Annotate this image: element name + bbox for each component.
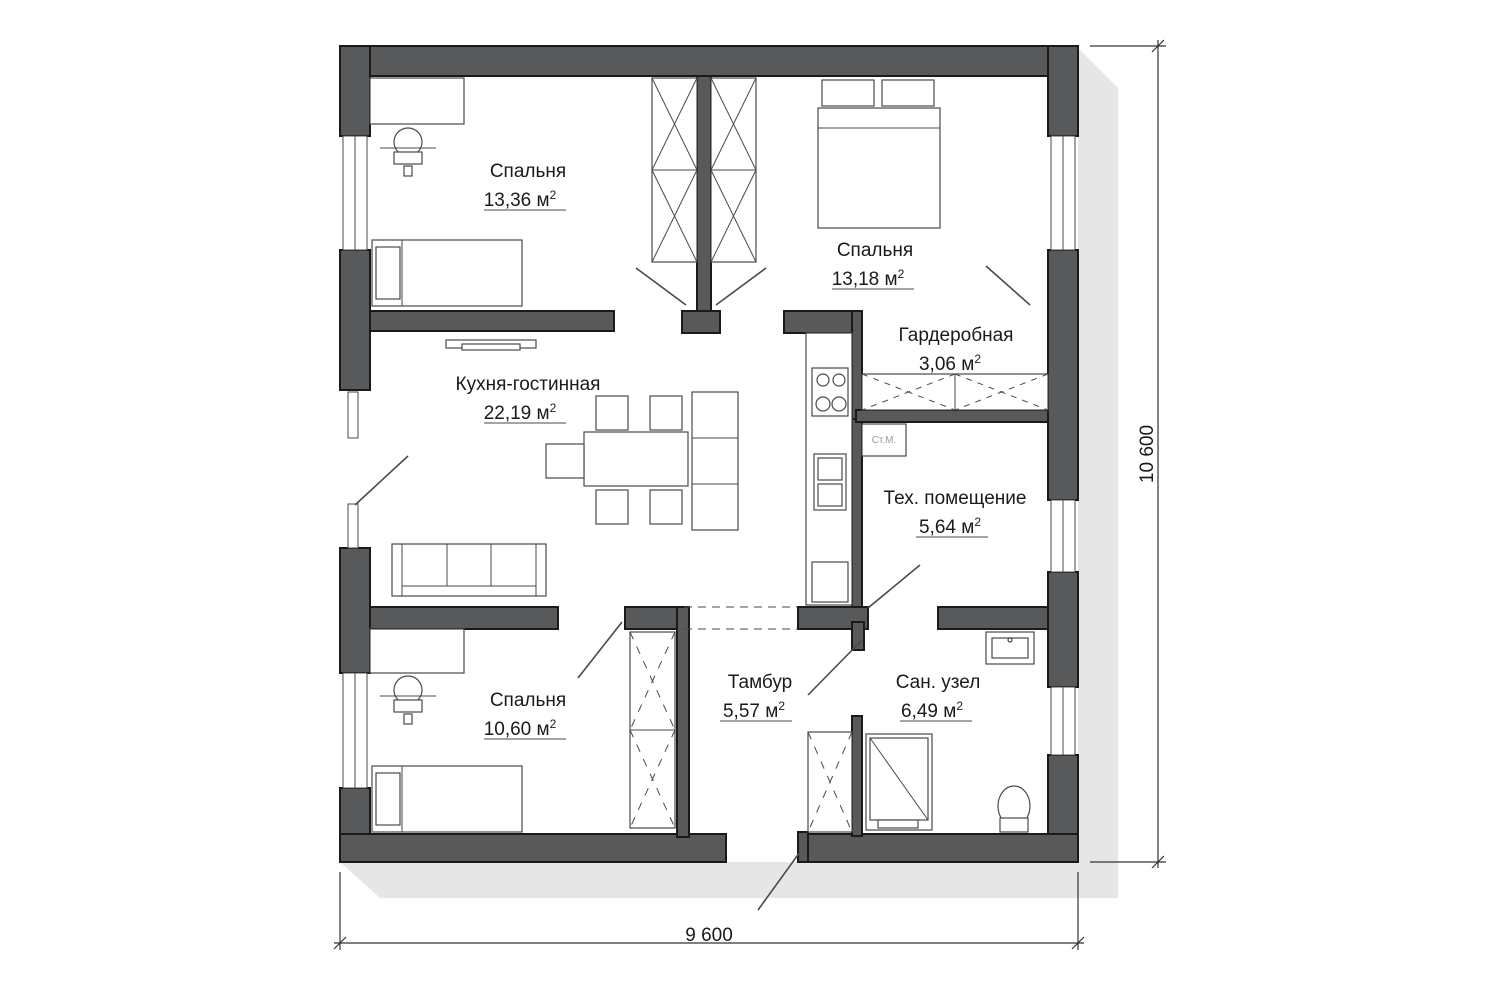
room-area: 6,49 м2 (901, 699, 963, 722)
dimension-height (1090, 39, 1166, 869)
room-name: Спальня (490, 161, 566, 182)
room-name: Кухня-гостинная (456, 374, 601, 395)
double-bed (817, 79, 941, 229)
room-label-bedroom-3: Спальня 10,60 м2 (484, 690, 566, 740)
room-name: Сан. узел (896, 672, 981, 693)
sofa (391, 543, 547, 597)
interior-walls (369, 75, 1049, 863)
height-label: 10 600 (1137, 425, 1158, 483)
dining-set (545, 391, 739, 531)
room-area: 5,57 м2 (723, 699, 785, 722)
bedroom-1-furniture (369, 77, 523, 307)
room-label-tambur: Тамбур 5,57 м2 (720, 672, 792, 722)
room-area: 10,60 м2 (484, 717, 557, 740)
room-label-tech-room: Тех. помещение 5,64 м2 (884, 488, 1027, 538)
room-area: 5,64 м2 (919, 515, 981, 538)
room-name: Спальня (490, 690, 566, 711)
room-label-bathroom: Сан. узел 6,49 м2 (896, 672, 981, 722)
washing-machine-label: Ст.М. (872, 435, 897, 446)
width-label: 9 600 (685, 925, 733, 946)
bedroom-3-furniture (369, 628, 523, 833)
bedroom-3-wardrobe (629, 631, 676, 829)
kitchen-counter (805, 332, 853, 606)
room-area: 13,36 м2 (484, 188, 557, 211)
wardrobe-closets (651, 77, 757, 263)
room-area: 13,18 м2 (832, 267, 905, 290)
room-area: 3,06 м2 (919, 352, 981, 375)
tambur-closet (807, 731, 853, 833)
washing-machine (861, 423, 907, 457)
room-name: Гардеробная (899, 325, 1014, 346)
room-label-wardrobe: Гардеробная 3,06 м2 (899, 325, 1014, 375)
doors (354, 265, 1031, 911)
windows (342, 135, 1076, 789)
dimension-width (333, 872, 1085, 950)
room-name: Тамбур (728, 672, 793, 693)
room-label-bedroom-1: Спальня 13,36 м2 (484, 161, 566, 211)
bathroom-fixtures (865, 631, 1035, 833)
room-label-kitchen-living: Кухня-гостинная 22,19 м2 (456, 374, 601, 424)
room-label-bedroom-2: Спальня 13,18 м2 (832, 240, 914, 290)
room-area: 22,19 м2 (484, 401, 557, 424)
room-name: Спальня (837, 240, 913, 261)
room-name: Тех. помещение (884, 488, 1027, 509)
tv-unit (445, 339, 537, 351)
garderobe-shelves (861, 373, 1049, 411)
